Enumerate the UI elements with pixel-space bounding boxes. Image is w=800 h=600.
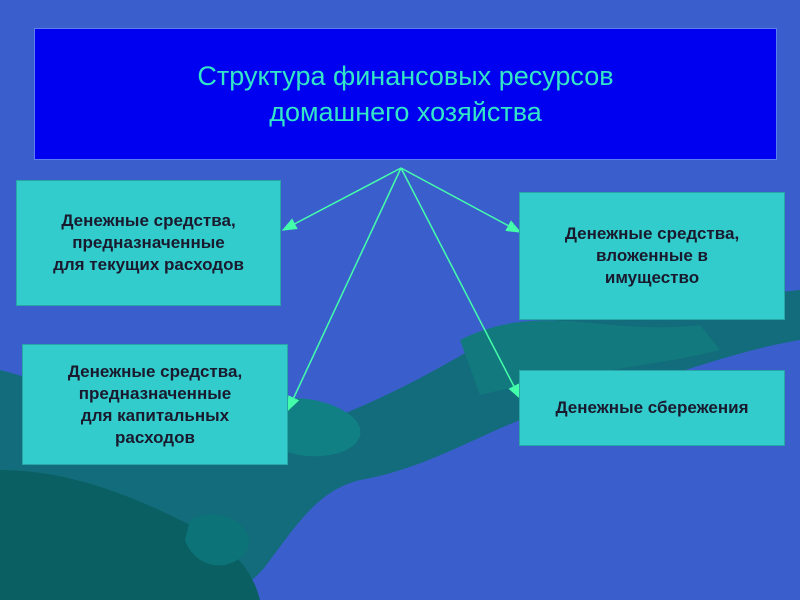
box-current-expenses: Денежные средства, предназначенные для т… xyxy=(16,180,281,306)
title-box: Структура финансовых ресурсов домашнего … xyxy=(34,28,777,160)
title-line-2: домашнего хозяйства xyxy=(269,97,542,127)
title-line-1: Структура финансовых ресурсов xyxy=(197,61,614,91)
box-property: Денежные средства, вложенные в имущество xyxy=(519,192,785,320)
box-savings: Денежные сбережения xyxy=(519,370,785,446)
box-capital-expenses: Денежные средства, предназначенные для к… xyxy=(22,344,288,465)
